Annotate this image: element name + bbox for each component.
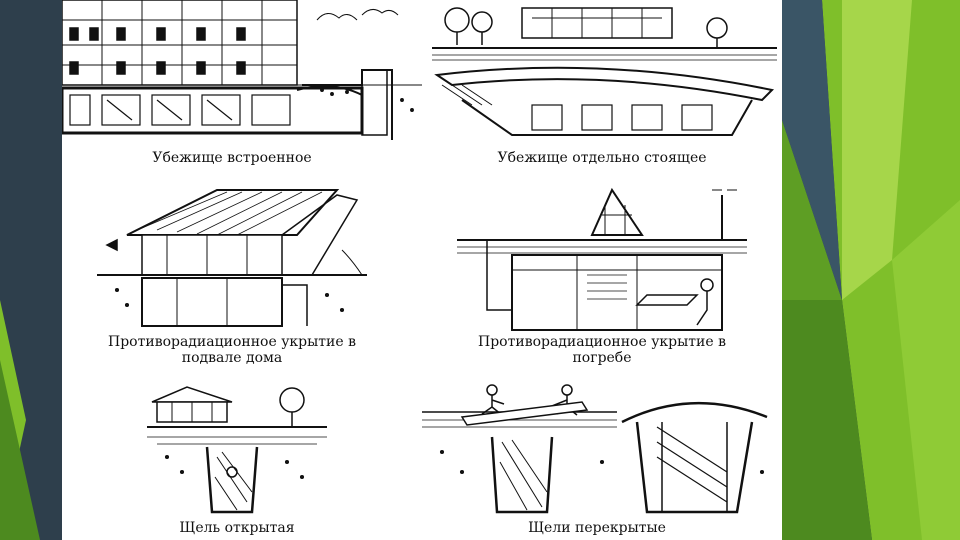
built-in-shelter-illustration xyxy=(62,0,422,150)
green-facets-graphic xyxy=(782,0,960,540)
standalone-shelter-illustration xyxy=(432,0,777,150)
caption-built-in-shelter: Убежище встроенное xyxy=(152,150,312,166)
right-green-decoration xyxy=(782,0,960,540)
caption-open-slit: Щель открытая xyxy=(179,520,295,536)
caption-basement-line1: Противорадиационное укрытие в xyxy=(108,334,356,350)
left-green-triangle xyxy=(0,300,40,540)
covered-slit-trenches-illustration xyxy=(422,382,777,518)
basement-shelter-illustration xyxy=(97,180,367,330)
left-dark-band xyxy=(0,0,62,540)
caption-cellar-line1: Противорадиационное укрытие в xyxy=(478,334,726,350)
caption-basement-line2: подвале дома xyxy=(181,350,283,366)
caption-standalone-shelter: Убежище отдельно стоящее xyxy=(497,150,707,166)
illustration-sheet: Убежище встроенное Убежище отдельно стоя… xyxy=(62,0,782,540)
open-slit-trench-illustration xyxy=(147,382,327,518)
caption-covered-slits: Щели перекрытые xyxy=(528,520,666,536)
cellar-shelter-illustration xyxy=(457,185,747,335)
caption-cellar-line2: погребе xyxy=(572,350,632,366)
